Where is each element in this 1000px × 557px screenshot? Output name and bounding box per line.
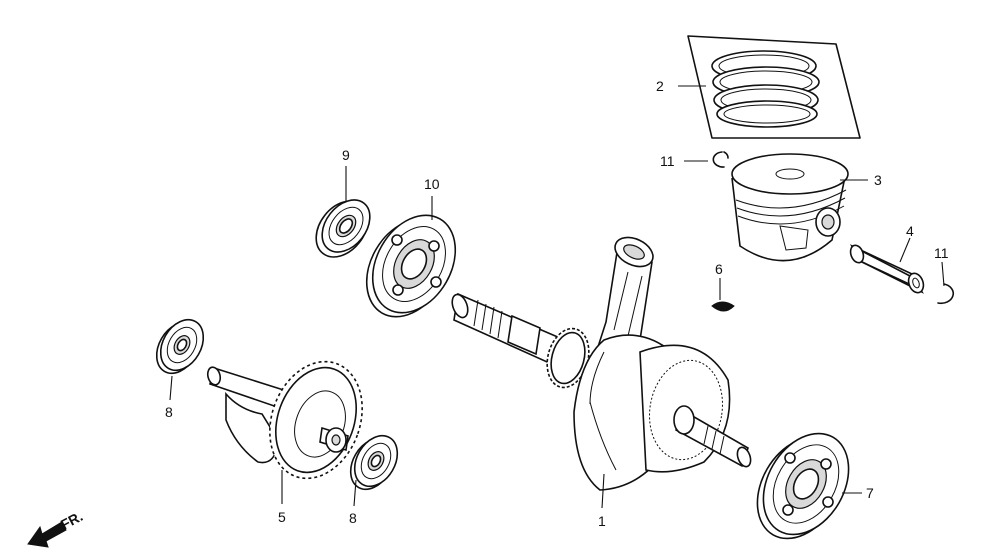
bearing-8-lower: [349, 434, 399, 491]
front-direction-marker: FR.: [27, 508, 85, 548]
front-arrow-icon: [27, 521, 67, 548]
piston-pin-clip-right: [937, 283, 955, 305]
bearing-9: [315, 199, 371, 258]
callout-11-top: 11: [660, 153, 675, 169]
callout-10: 10: [424, 176, 440, 192]
callout-3: 3: [874, 172, 882, 188]
callout-8-left: 8: [165, 404, 173, 420]
callout-4: 4: [906, 223, 914, 239]
piston-pin: [849, 244, 925, 294]
callout-11-right: 11: [934, 245, 949, 261]
callout-labels: 1 2 3 4 5 6 7 8 8 9 10 11 11: [165, 78, 949, 529]
piston-ring-set: [687, 35, 861, 139]
callout-1: 1: [598, 513, 606, 529]
piston-pin-clip-left: [712, 151, 729, 168]
bearing-7: [756, 432, 850, 540]
leader-lines: [169, 85, 945, 509]
bearing-8-left: [155, 318, 205, 375]
woodruff-key: [711, 301, 735, 312]
callout-5: 5: [278, 509, 286, 525]
callout-7: 7: [866, 485, 874, 501]
crankshaft-assembly: [451, 236, 752, 491]
callout-6: 6: [715, 261, 723, 277]
callout-8-lower: 8: [349, 510, 357, 526]
balancer-shaft: [206, 360, 363, 480]
piston: [731, 153, 849, 262]
bearing-10: [365, 214, 457, 318]
callout-9: 9: [342, 147, 350, 163]
callout-2: 2: [656, 78, 664, 94]
